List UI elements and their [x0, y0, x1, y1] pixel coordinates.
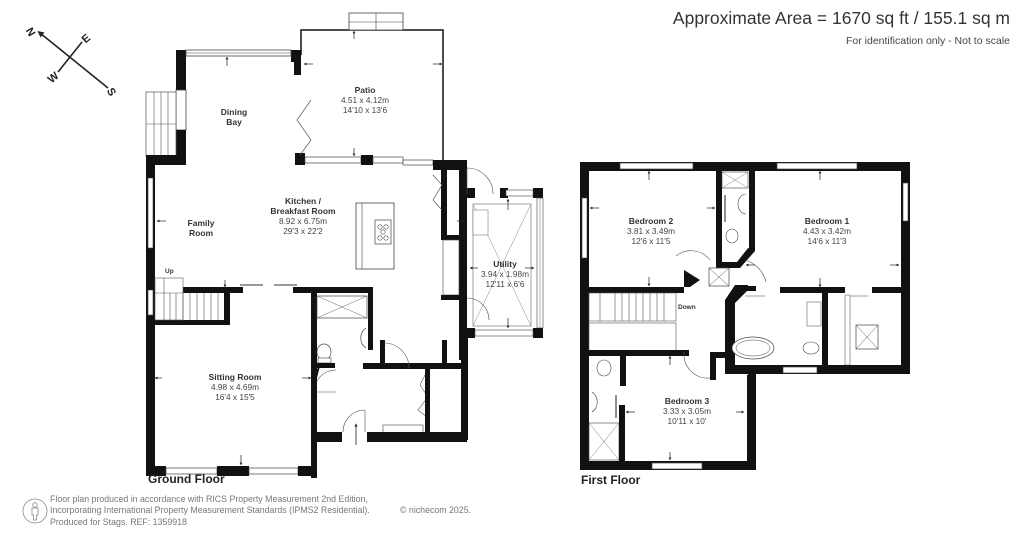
compass-south: S: [104, 86, 118, 98]
room-dim-imperial-bedroom-1: 14'6 x 11'3: [808, 236, 847, 246]
footer-disclaimer: Floor plan produced in accordance with R…: [50, 494, 471, 528]
room-name-kitchen: Kitchen /: [285, 196, 322, 206]
ground-floor-plan: [145, 12, 544, 478]
compass-north: N: [23, 26, 37, 39]
approximate-area-title: Approximate Area = 1670 sq ft / 155.1 sq…: [672, 8, 1010, 28]
first-floor-label: First Floor: [581, 473, 641, 487]
room-name-patio: Patio: [355, 85, 376, 95]
room-dim-imperial-bedroom-2: 12'6 x 11'5: [632, 236, 671, 246]
room-name-bedroom-1: Bedroom 1: [805, 216, 850, 226]
footer-line-3: Produced for Stags. REF: 1359918: [50, 516, 187, 527]
room-name-utility: Utility: [493, 259, 517, 269]
room-dim-imperial-kitchen: 29'3 x 22'2: [283, 226, 323, 236]
person-icon: [22, 498, 48, 524]
room-name-dining-bay: Dining: [221, 107, 247, 117]
compass-west: W: [46, 70, 62, 86]
stairs-up-label: Up: [165, 268, 174, 275]
room-dim-metric-sitting-room: 4.98 x 4.69m: [211, 382, 259, 392]
room-name-bedroom-2: Bedroom 2: [629, 216, 674, 226]
room-dim-metric-bedroom-1: 4.43 x 3.42m: [803, 226, 851, 236]
room-dim-imperial-utility: 12'11 x 6'6: [486, 279, 525, 289]
compass-east: E: [80, 32, 93, 46]
first-floor-plan: [580, 162, 910, 470]
room-dim-metric-bedroom-3: 3.33 x 3.05m: [663, 406, 711, 416]
room-name-bedroom-3: Bedroom 3: [665, 396, 710, 406]
room-name-family-room: Family: [188, 218, 215, 228]
stairs-down-label: Down: [678, 304, 696, 311]
room-dim-metric-kitchen: 8.92 x 6.75m: [279, 216, 327, 226]
compass-icon: [37, 30, 109, 89]
room-dim-metric-utility: 3.94 x 1.98m: [481, 269, 529, 279]
room-name-kitchen-2: Breakfast Room: [270, 206, 336, 216]
room-name-dining-bay-2: Bay: [226, 117, 242, 127]
ground-floor-label: Ground Floor: [148, 472, 225, 486]
not-to-scale-disclaimer: For identification only - Not to scale: [846, 35, 1010, 47]
room-dim-metric-patio: 4.51 x 4.12m: [341, 95, 389, 105]
footer-line-1: Floor plan produced in accordance with R…: [50, 494, 368, 504]
room-dim-imperial-bedroom-3: 10'11 x 10': [668, 416, 707, 426]
room-dim-imperial-patio: 14'10 x 13'6: [343, 105, 388, 115]
room-dim-imperial-sitting-room: 16'4 x 15'5: [215, 392, 255, 402]
footer-copyright: © nichecom 2025.: [400, 505, 472, 516]
room-name-sitting-room: Sitting Room: [209, 372, 262, 382]
room-dim-metric-bedroom-2: 3.81 x 3.49m: [627, 226, 675, 236]
room-name-family-room-2: Room: [189, 228, 214, 238]
footer-line-2: Incorporating International Property Mea…: [50, 505, 370, 516]
